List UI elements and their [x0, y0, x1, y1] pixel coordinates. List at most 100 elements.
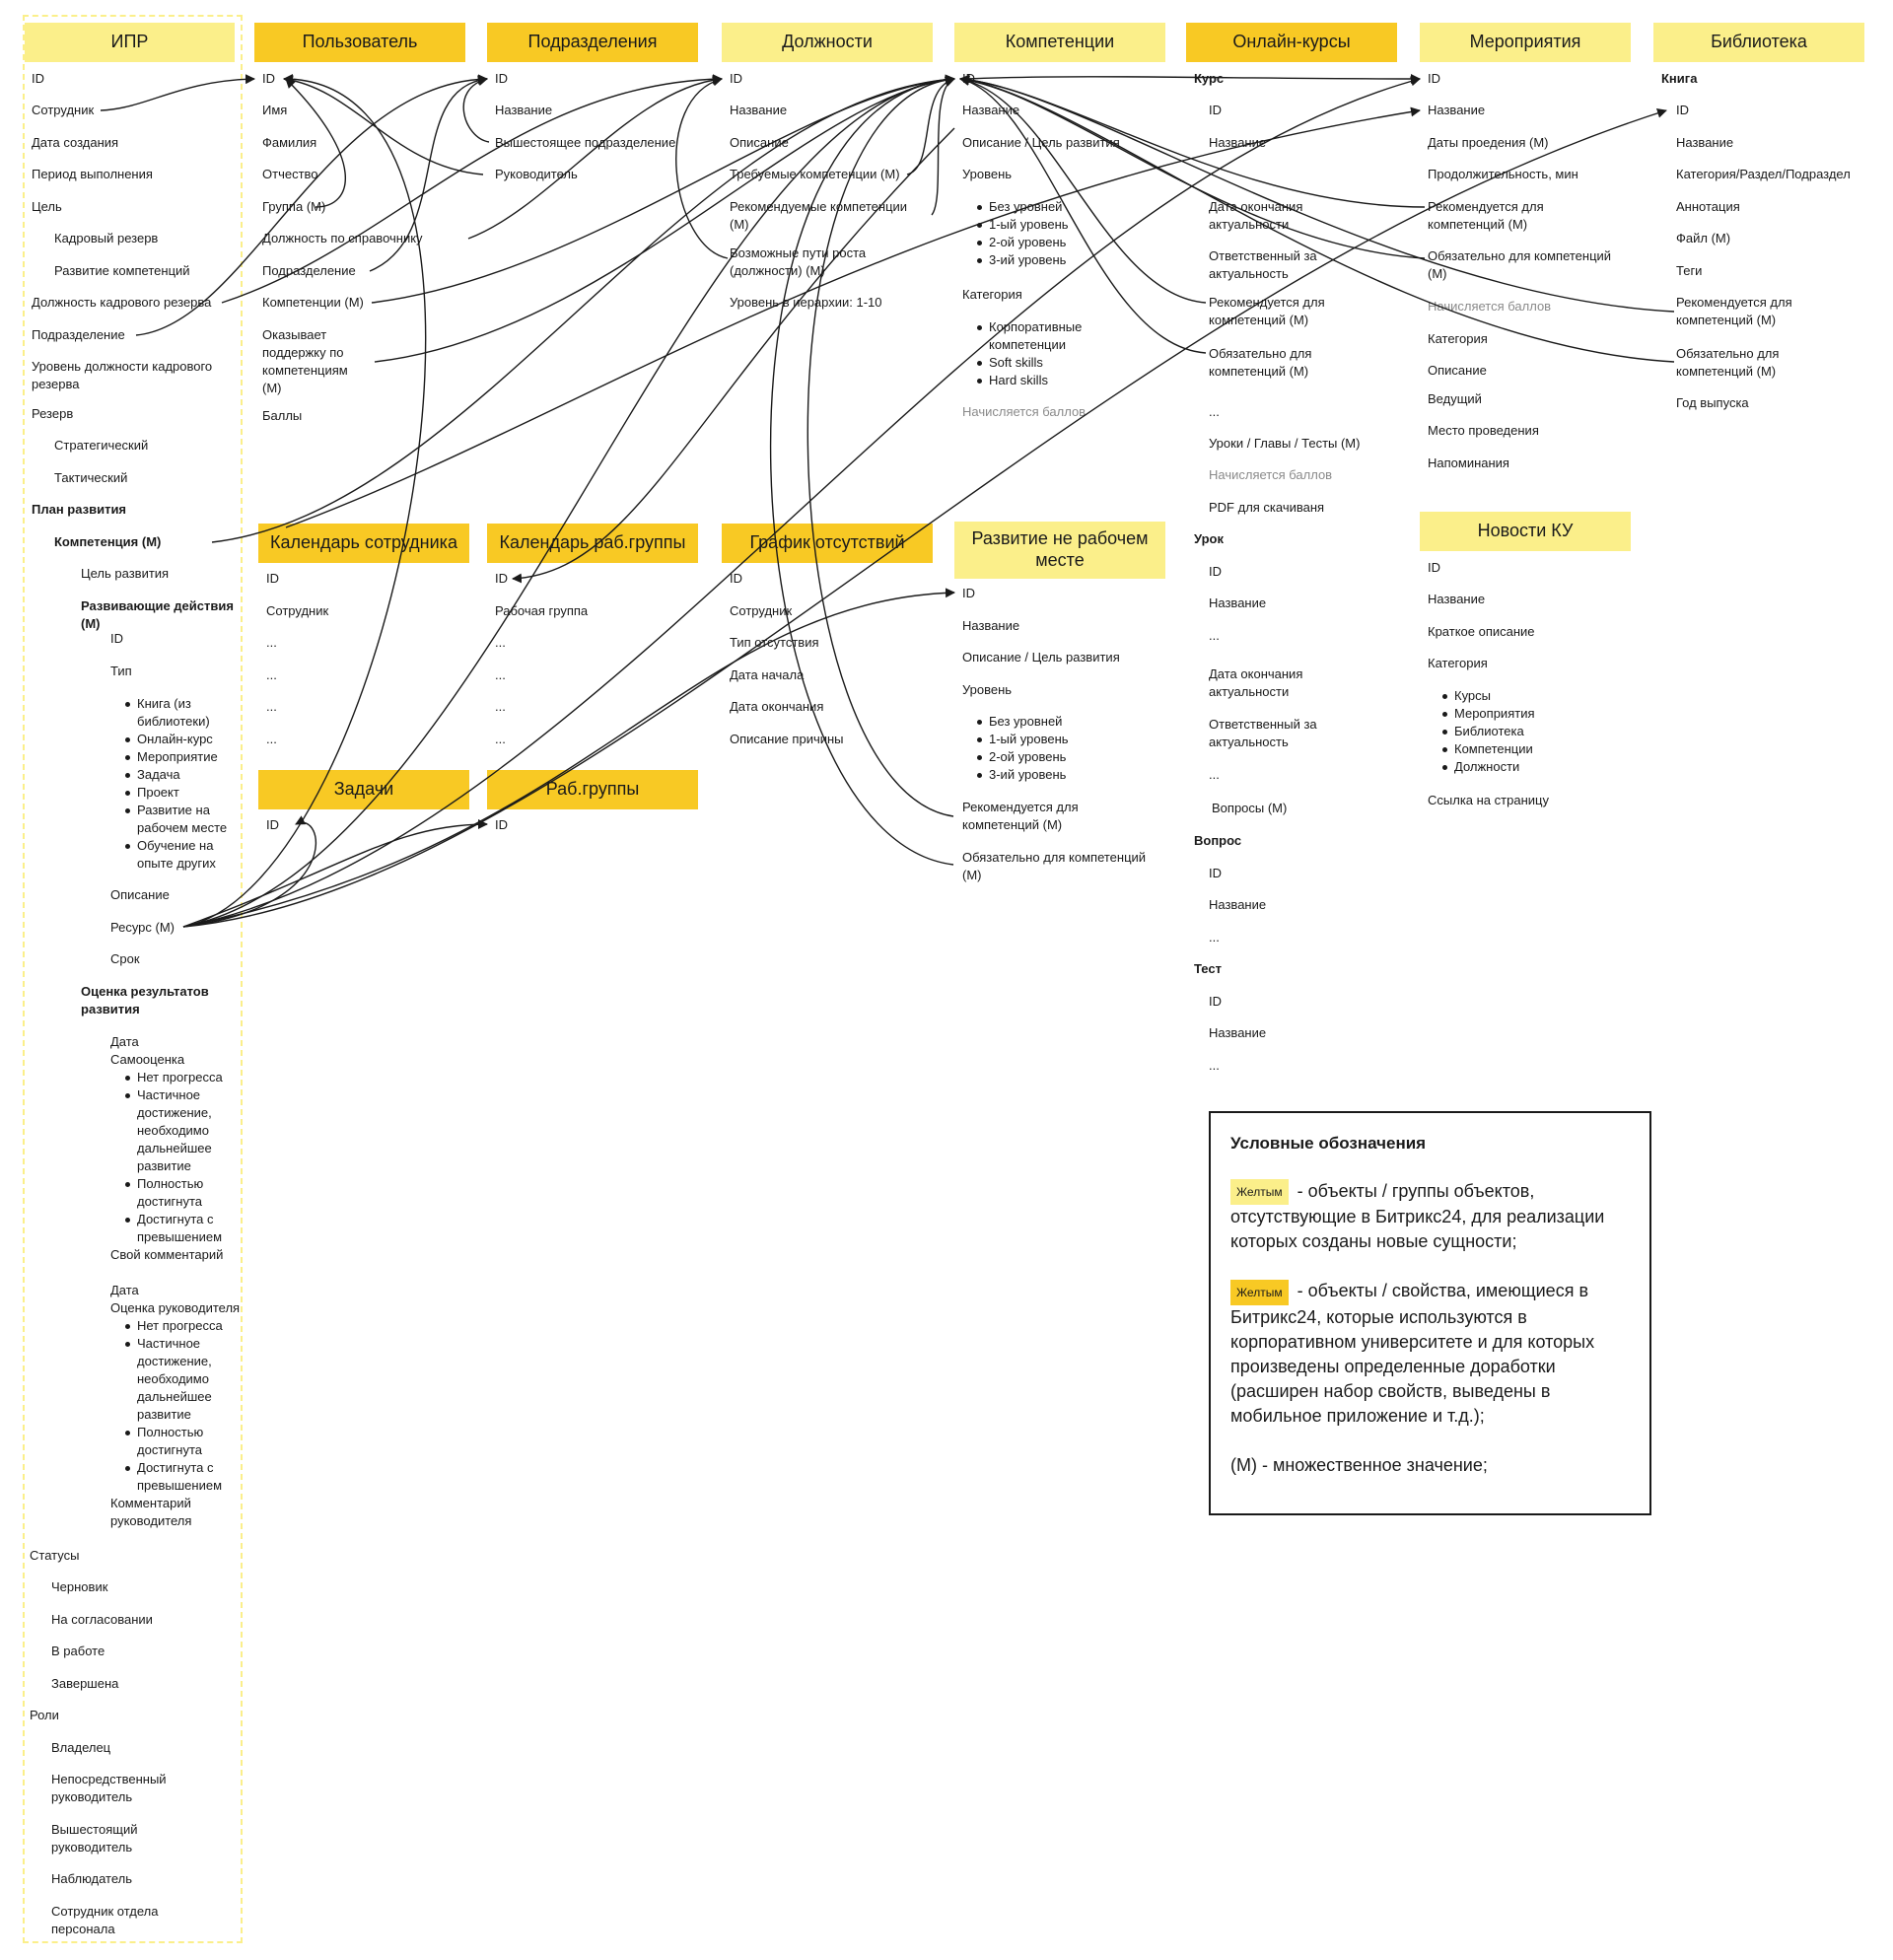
absence-field: Описание причины: [730, 732, 844, 746]
legend-swatch-light: Желтым: [1230, 1179, 1289, 1206]
legend-item-new: Желтым - объекты / группы объектов, отсу…: [1230, 1179, 1630, 1254]
link-line: [906, 76, 955, 175]
lesson-field: ID: [1209, 564, 1222, 579]
bullet: [977, 223, 982, 228]
position-field: Возможные пути роста (должности) (М): [730, 245, 867, 278]
position-field: Уровень в иерархии: 1-10: [730, 295, 882, 310]
lesson-field: Дата окончания актуальности: [1209, 666, 1303, 699]
bullet: [125, 844, 130, 849]
workgroup-field: ID: [495, 817, 508, 832]
bullet: [977, 205, 982, 210]
bullet: [977, 755, 982, 760]
cal-employee-field: ID: [266, 571, 279, 586]
header-positions: Должности: [722, 23, 933, 62]
competency-points: Начисляется баллов: [962, 404, 1087, 419]
header-user: Пользователь: [254, 23, 465, 62]
ipr-field: Описание: [110, 887, 170, 902]
position-field: Название: [730, 103, 788, 117]
lesson-field: ...: [1209, 628, 1220, 643]
header-departments: Подразделения: [487, 23, 698, 62]
question-field: ...: [1209, 930, 1220, 945]
bullet: [125, 1324, 130, 1329]
workplace-field: Название: [962, 618, 1020, 633]
ipr-status: Завершена: [51, 1676, 119, 1691]
user-field: Оказывает поддержку по компетенциям (М): [262, 327, 348, 395]
ipr-field: Свой комментарий: [110, 1247, 224, 1262]
ipr-field: Кадровый резерв: [54, 231, 159, 245]
ipr-self-block: Дата Самооценка: [110, 1034, 185, 1067]
library-field: ID: [1676, 103, 1689, 117]
bullet: [1442, 712, 1447, 717]
ipr-type-item: Онлайн-курс: [137, 732, 213, 746]
absence-field: Дата окончания: [730, 699, 824, 714]
course-title: Курс: [1194, 71, 1225, 86]
news-category: Должности: [1454, 759, 1520, 774]
question-field: Название: [1209, 897, 1267, 912]
ipr-role: Наблюдатель: [51, 1871, 133, 1886]
ipr-grade: Достигнута с превышением: [137, 1212, 223, 1244]
ipr-field: Цель развития: [81, 566, 170, 581]
event-field: Ведущий: [1428, 391, 1482, 406]
ipr-roles: Роли: [30, 1708, 59, 1722]
bullet: [977, 737, 982, 742]
event-field: Место проведения: [1428, 423, 1539, 438]
competency-level: 2-ой уровень: [989, 235, 1067, 249]
course-points: Начисляется баллов: [1209, 467, 1333, 482]
ipr-field: Дата создания: [32, 135, 119, 150]
bullet: [125, 1431, 130, 1435]
competency-level: Без уровней: [989, 199, 1063, 214]
legend-text-existing: - объекты / свойства, имеющиеся в Битрик…: [1230, 1281, 1595, 1426]
competency-field: Уровень: [962, 167, 1013, 181]
bullet: [977, 241, 982, 245]
workplace-level: 1-ый уровень: [989, 732, 1069, 746]
library-field: Год выпуска: [1676, 395, 1749, 410]
competency-field: ID: [962, 71, 975, 86]
ipr-field: Срок: [110, 951, 140, 966]
legend-swatch-dark: Желтым: [1230, 1279, 1289, 1305]
absence-field: Дата начала: [730, 667, 805, 682]
library-field: Категория/Раздел/Подраздел: [1676, 167, 1851, 181]
ipr-field: ID: [32, 71, 44, 86]
user-field: ID: [262, 71, 275, 86]
task-field: ID: [266, 817, 279, 832]
ipr-grade: Частичное достижение, необходимо дальней…: [137, 1336, 212, 1422]
news-category: Компетенции: [1454, 741, 1533, 756]
department-field: Вышестоящее подразделение: [495, 135, 676, 150]
cal-group-field: ...: [495, 699, 506, 714]
news-field: ID: [1428, 560, 1440, 575]
header-library: Библиотека: [1653, 23, 1864, 62]
event-points: Начисляется баллов: [1428, 299, 1552, 314]
course-field: ...: [1209, 404, 1220, 419]
course-field: Название: [1209, 135, 1267, 150]
cal-group-field: ...: [495, 635, 506, 650]
news-field: Категория: [1428, 656, 1488, 670]
ipr-status: В работе: [51, 1644, 105, 1658]
workplace-level: 2-ой уровень: [989, 749, 1067, 764]
absence-field: Тип отсутствия: [730, 635, 819, 650]
bullet: [977, 325, 982, 330]
library-field: Аннотация: [1676, 199, 1740, 214]
workplace-field: Уровень: [962, 682, 1013, 697]
ipr-type-item: Развитие на рабочем месте: [137, 803, 228, 835]
link-line: [512, 127, 955, 584]
event-field: Даты проедения (М): [1428, 135, 1549, 150]
header-calendar-employee: Календарь сотрудника: [258, 524, 469, 563]
ipr-grade: Полностью достигнута: [137, 1425, 204, 1457]
competency-level: 3-ий уровень: [989, 252, 1067, 267]
ipr-grade: Нет прогресса: [137, 1318, 223, 1333]
ipr-grade: Частичное достижение, необходимо дальней…: [137, 1087, 212, 1173]
ipr-field: Должность кадрового резерва: [32, 295, 212, 310]
cal-group-field: ...: [495, 667, 506, 682]
department-field: Название: [495, 103, 553, 117]
bullet: [125, 808, 130, 813]
ipr-status: Черновик: [51, 1579, 108, 1594]
user-field: Должность по справочнику: [262, 231, 423, 245]
user-field: Отчество: [262, 167, 318, 181]
header-workplace-dev: Развитие не рабочем месте: [954, 522, 1165, 579]
ipr-field: Стратегический: [54, 438, 149, 453]
cal-group-field: Рабочая группа: [495, 603, 589, 618]
bullet: [125, 1182, 130, 1187]
competency-category: Hard skills: [989, 373, 1048, 387]
question-title: Вопрос: [1194, 833, 1242, 848]
ipr-field: Подразделение: [32, 327, 125, 342]
